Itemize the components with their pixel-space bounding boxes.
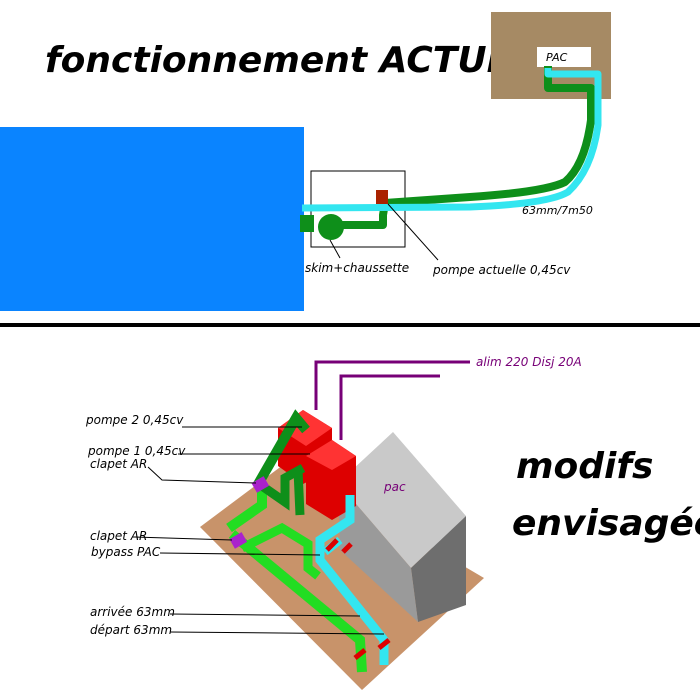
pump1-outlet-pipe bbox=[293, 469, 305, 516]
pool bbox=[0, 127, 304, 311]
pump-leader bbox=[387, 203, 439, 261]
bypass-pipe-green bbox=[239, 522, 321, 580]
pump2-green-pipe bbox=[252, 409, 310, 489]
valve-depart bbox=[377, 638, 391, 650]
pompe2-label: pompe 2 0,45cv bbox=[85, 413, 184, 427]
pac-label-box bbox=[537, 47, 591, 67]
clapet-ar-1-label: clapet AR bbox=[90, 457, 147, 471]
valve-bypass-2 bbox=[341, 542, 353, 554]
supply-pipe-cyan bbox=[301, 68, 602, 212]
current-pump bbox=[376, 190, 388, 204]
valve-arrivee bbox=[353, 648, 367, 660]
valve-bypass-1 bbox=[325, 538, 339, 552]
power-wire-1 bbox=[314, 360, 470, 410]
skim-label: skim+chaussette bbox=[305, 261, 409, 275]
clapet2-leader bbox=[133, 536, 233, 541]
skim-sock bbox=[318, 214, 344, 240]
return-pipe-green bbox=[340, 66, 595, 229]
section-divider bbox=[0, 323, 700, 327]
check-valve-1 bbox=[251, 476, 270, 493]
depart-leader bbox=[169, 631, 385, 635]
bypass-leader bbox=[159, 552, 321, 556]
top-title: fonctionnement ACTUEL bbox=[45, 40, 534, 81]
bottom-title-line1: modifs bbox=[516, 446, 653, 487]
depart-label: départ 63mm bbox=[90, 623, 172, 637]
check-valve-2 bbox=[229, 532, 248, 549]
base-board bbox=[200, 462, 484, 690]
pump-1-top bbox=[306, 440, 356, 470]
pac-label-top: PAC bbox=[546, 51, 568, 64]
pompe1-label: pompe 1 0,45cv bbox=[87, 444, 186, 458]
arrivee-pipe bbox=[228, 530, 367, 673]
skim-leader bbox=[329, 239, 341, 259]
bottom-title-line2: envisagées bbox=[512, 503, 700, 544]
clapet1-leader bbox=[147, 466, 257, 484]
arrivee-leader bbox=[169, 613, 361, 617]
clapet-ar-2-label: clapet AR bbox=[90, 529, 147, 543]
suction-pipe-a bbox=[226, 486, 267, 533]
power-wire-2 bbox=[339, 374, 440, 440]
skimmer bbox=[300, 215, 314, 232]
alim-label: alim 220 Disj 20A bbox=[476, 355, 582, 369]
pipe-length-label: 63mm/7m50 bbox=[522, 204, 593, 217]
pac-front-face bbox=[338, 483, 418, 622]
arrivee-label: arrivée 63mm bbox=[90, 605, 175, 619]
pac-label-bottom: pac bbox=[383, 480, 406, 494]
pump-current-label: pompe actuelle 0,45cv bbox=[432, 263, 571, 277]
pac-top-face bbox=[338, 432, 466, 568]
pac-right-face bbox=[411, 516, 466, 622]
bypass-label: bypass PAC bbox=[91, 545, 161, 559]
